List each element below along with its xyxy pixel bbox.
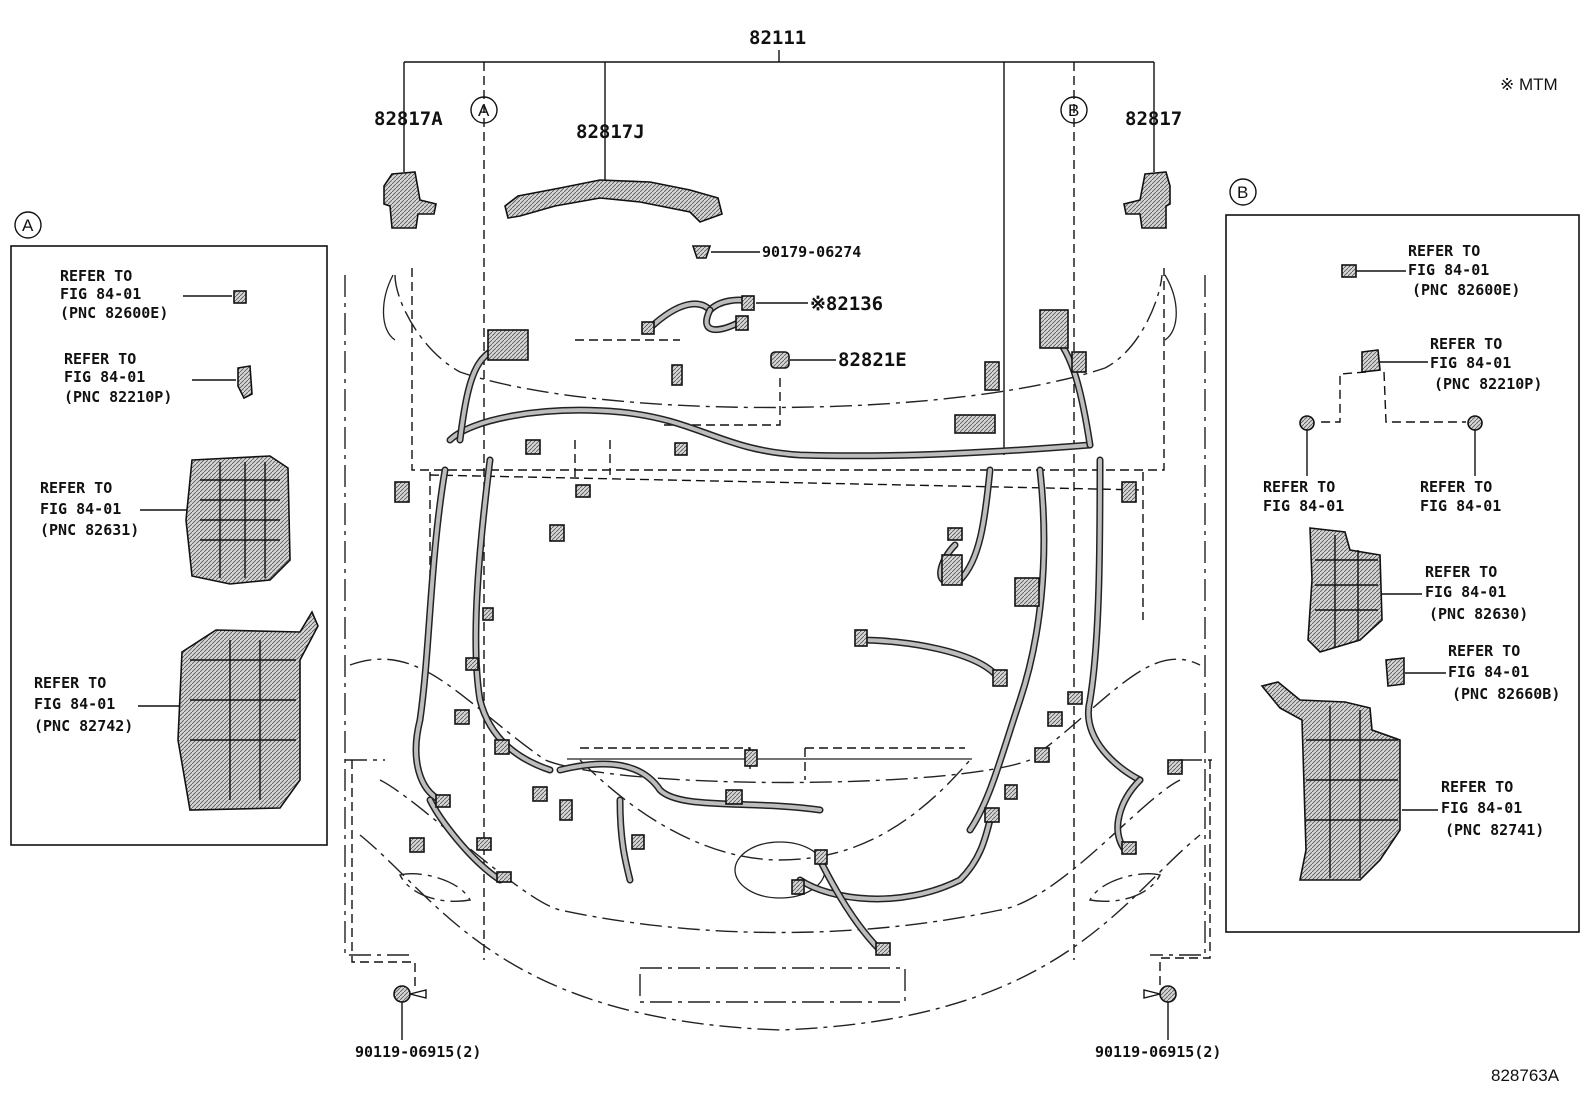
svg-text:(PNC 82600E): (PNC 82600E) [1412, 281, 1520, 299]
svg-text:FIG 84-01: FIG 84-01 [1430, 354, 1511, 372]
svg-text:FIG 84-01: FIG 84-01 [1408, 261, 1489, 279]
svg-text:FIG 84-01: FIG 84-01 [1425, 583, 1506, 601]
panel-a-marker: A [22, 216, 34, 235]
svg-text:B: B [1068, 101, 1079, 120]
panel-b-marker: B [1237, 183, 1248, 202]
left-protector-part [383, 171, 437, 229]
marker-a-top: A [470, 96, 498, 124]
sensor-label: 82821E [838, 349, 907, 371]
svg-text:REFER TO: REFER TO [1263, 478, 1335, 496]
harness-connectors [394, 309, 1183, 956]
sensor-part [770, 351, 836, 369]
detail-panel-a: A REFER TO FIG 84-01 (PNC 82600E) REFER … [10, 211, 328, 846]
center-protector-part [504, 179, 723, 223]
svg-text:REFER TO: REFER TO [1448, 642, 1520, 660]
center-protector-label: 82817J [576, 121, 645, 143]
svg-text:(PNC 82742): (PNC 82742) [34, 717, 133, 735]
svg-text:FIG 84-01: FIG 84-01 [1441, 799, 1522, 817]
bolt-right-part [1143, 985, 1177, 1040]
svg-text:FIG 84-01: FIG 84-01 [64, 368, 145, 386]
svg-text:(PNC 82660B): (PNC 82660B) [1452, 685, 1560, 703]
svg-text:REFER TO: REFER TO [1425, 563, 1497, 581]
clip-label: 90179-06274 [762, 243, 861, 261]
sub-harness-part [641, 295, 808, 335]
svg-text:FIG 84-01: FIG 84-01 [1420, 497, 1501, 515]
svg-text:(PNC 82741): (PNC 82741) [1445, 821, 1544, 839]
right-protector-label: 82817 [1125, 108, 1182, 130]
marker-b-top: B [1060, 96, 1088, 124]
svg-text:REFER TO: REFER TO [60, 267, 132, 285]
svg-text:REFER TO: REFER TO [40, 479, 112, 497]
detail-panel-b: B REFER TO FIG 84-01 (PNC 82600E) REFER … [1225, 178, 1580, 933]
svg-text:FIG 84-01: FIG 84-01 [60, 285, 141, 303]
harness-connection-boxes [351, 268, 1211, 990]
svg-text:(PNC 82631): (PNC 82631) [40, 521, 139, 539]
bolt-right-label: 90119-06915(2) [1095, 1043, 1221, 1061]
mtm-note: ※ MTM [1500, 75, 1558, 94]
svg-text:REFER TO: REFER TO [64, 350, 136, 368]
figure-id: 828763A [1491, 1066, 1560, 1085]
svg-text:FIG 84-01: FIG 84-01 [1263, 497, 1344, 515]
svg-text:REFER TO: REFER TO [34, 674, 106, 692]
sub-harness-label: ※82136 [810, 293, 883, 315]
svg-text:REFER TO: REFER TO [1408, 242, 1480, 260]
bolt-left-label: 90119-06915(2) [355, 1043, 481, 1061]
svg-text:A: A [478, 101, 490, 120]
clip-part [691, 245, 760, 259]
svg-text:REFER TO: REFER TO [1420, 478, 1492, 496]
svg-text:FIG 84-01: FIG 84-01 [40, 500, 121, 518]
svg-text:(PNC 82210P): (PNC 82210P) [1434, 375, 1542, 393]
svg-text:REFER TO: REFER TO [1430, 335, 1502, 353]
left-protector-label: 82817A [374, 108, 443, 130]
svg-text:REFER TO: REFER TO [1441, 778, 1513, 796]
bolt-left-part [393, 985, 427, 1040]
main-harness-part [412, 326, 1144, 954]
svg-text:FIG 84-01: FIG 84-01 [34, 695, 115, 713]
svg-text:FIG 84-01: FIG 84-01 [1448, 663, 1529, 681]
right-protector-part [1123, 171, 1171, 229]
main-harness-label: 82111 [749, 27, 806, 49]
svg-text:(PNC 82210P): (PNC 82210P) [64, 388, 172, 406]
svg-text:(PNC 82600E): (PNC 82600E) [60, 304, 168, 322]
svg-text:(PNC 82630): (PNC 82630) [1429, 605, 1528, 623]
